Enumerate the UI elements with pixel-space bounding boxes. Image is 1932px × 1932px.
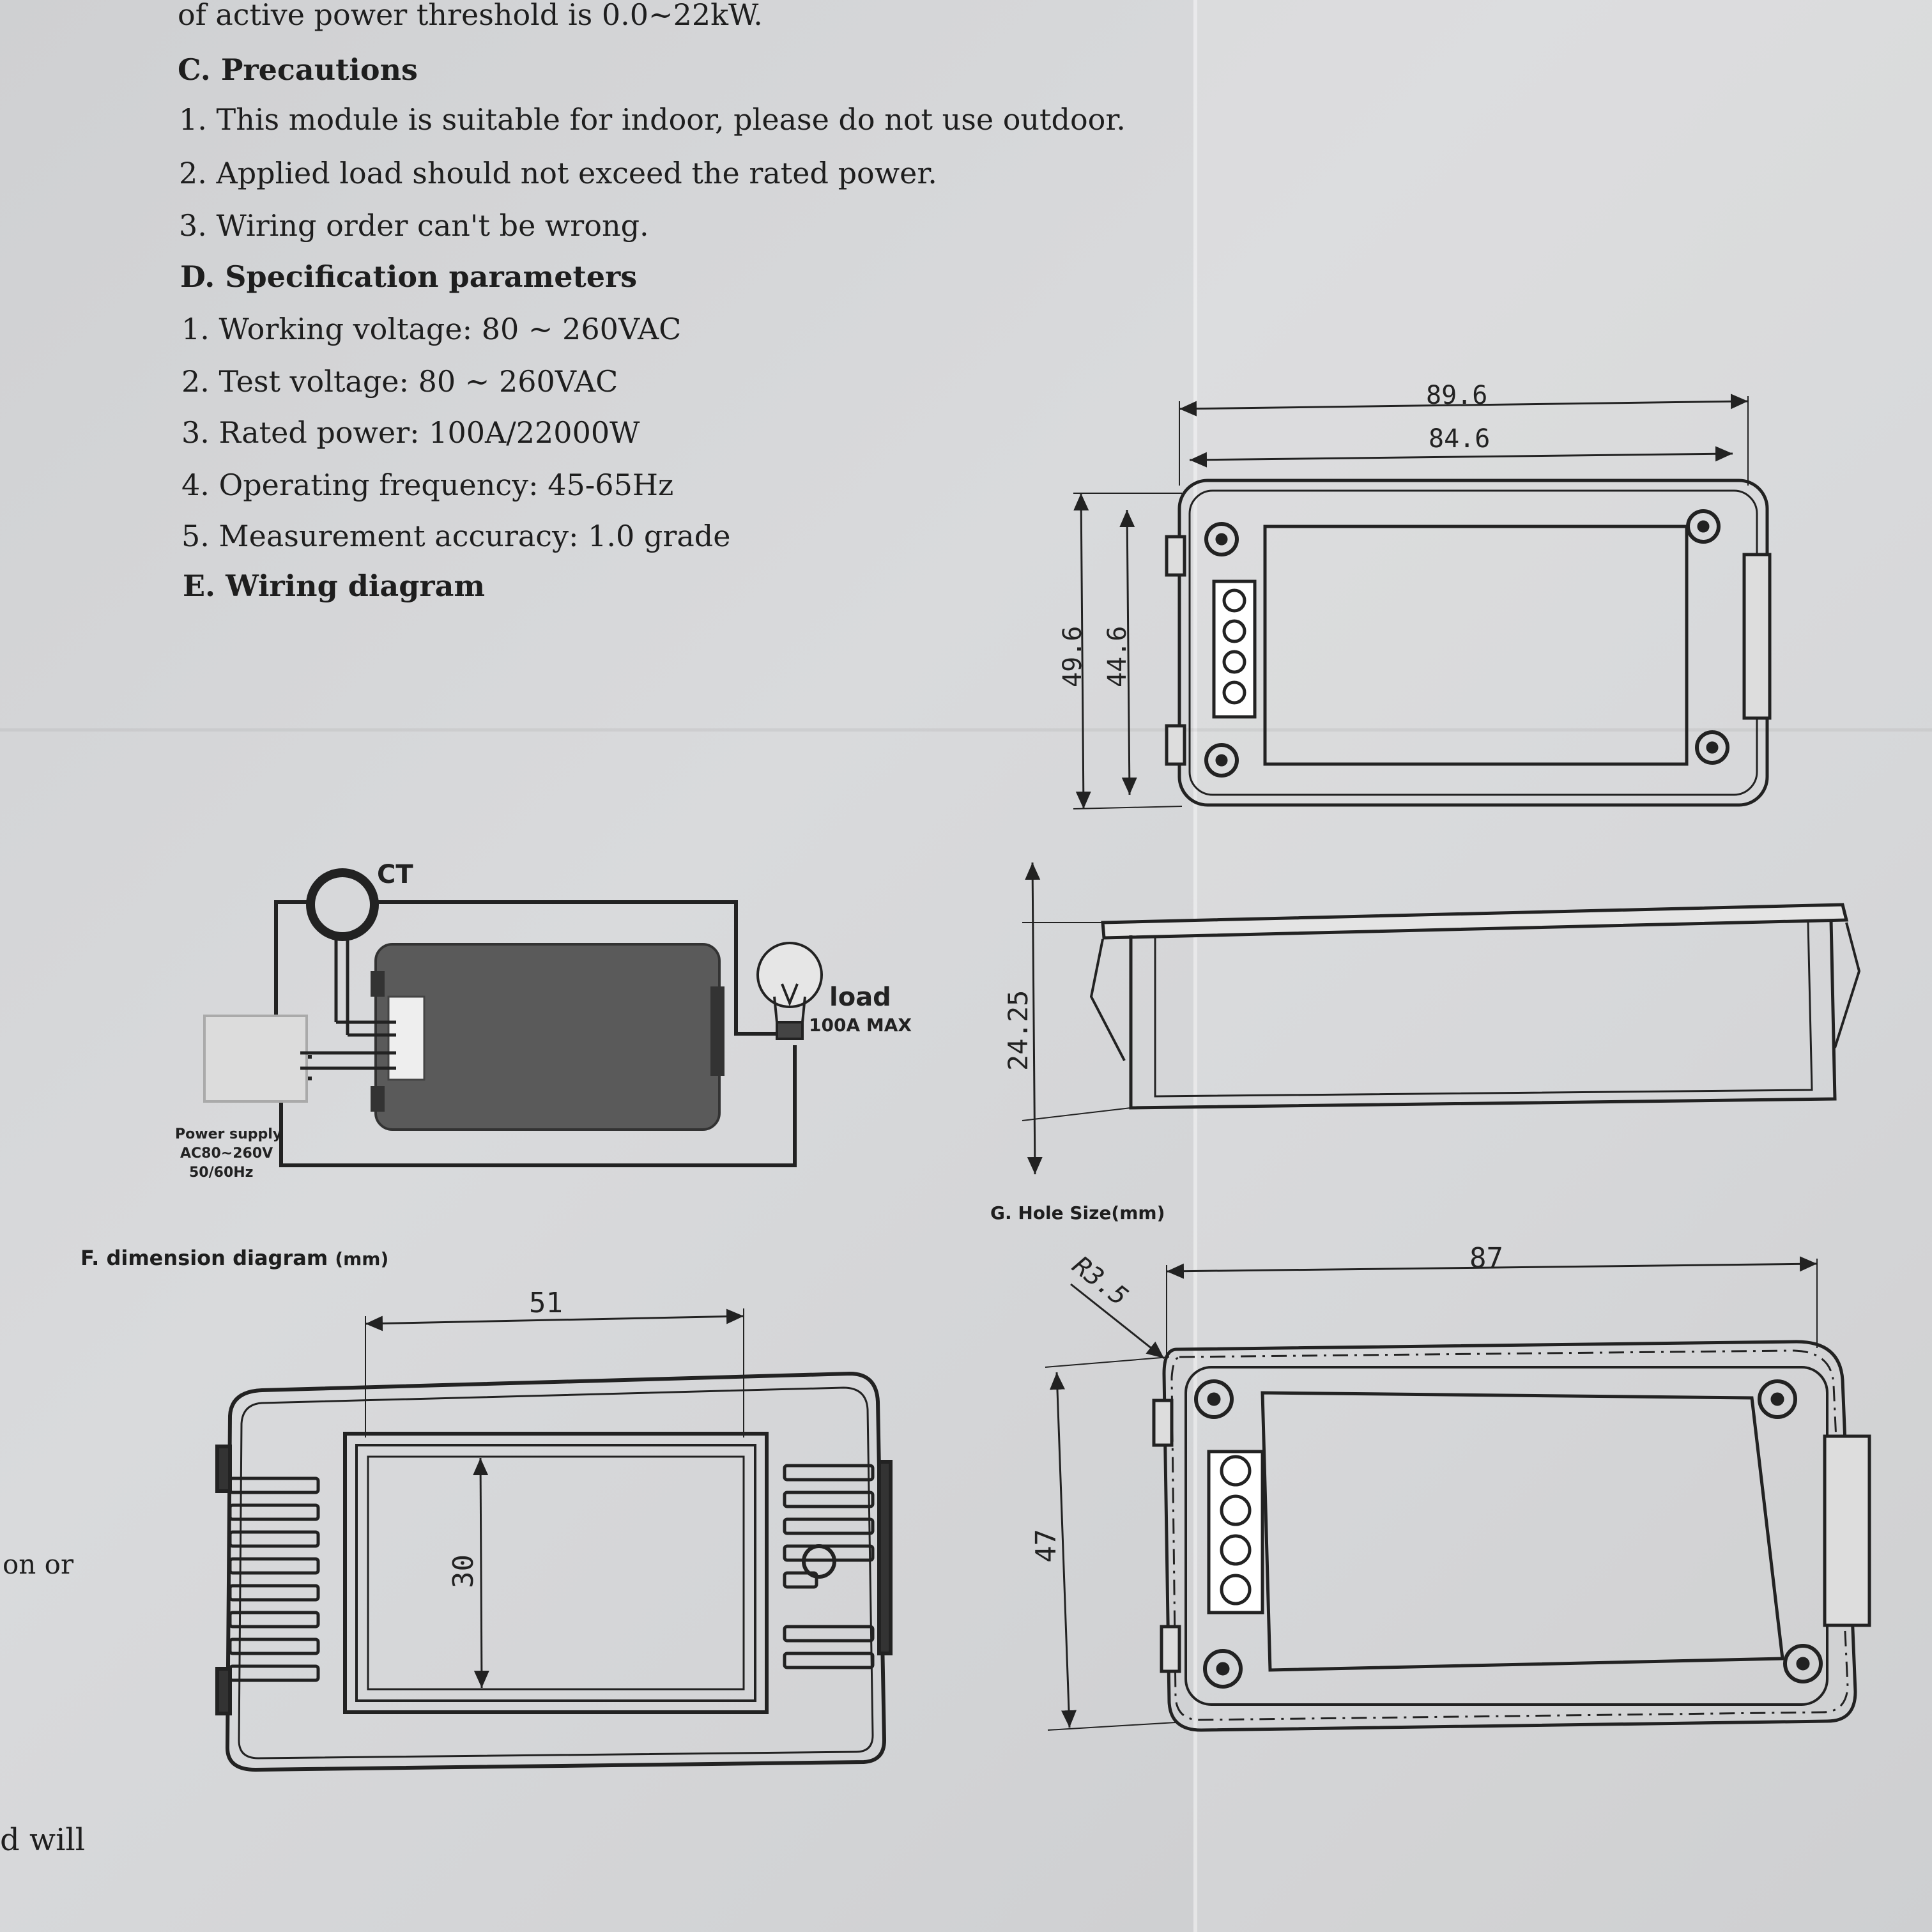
intro-line: of active power threshold is 0.0~22kW. (178, 0, 763, 32)
margin-fragment-1: on or (3, 1549, 74, 1580)
power-supply-voltage: AC80~260V (180, 1146, 273, 1162)
wiring-heading: E. Wiring diagram (183, 569, 486, 603)
precaution-2: 2. Applied load should not exceed the ra… (179, 156, 937, 190)
ct-ring-icon (306, 868, 379, 941)
outer-width-label: 89.6 (1426, 381, 1487, 410)
button-icon (802, 1544, 836, 1579)
power-supply-frequency: 50/60Hz (189, 1165, 253, 1181)
light-bulb-icon (756, 942, 823, 1040)
hole-height-label: 47 (1030, 1529, 1062, 1563)
load-max-label: 100A MAX (809, 1015, 912, 1036)
margin-fragment-2: d will (0, 1822, 86, 1858)
spec-1: 1. Working voltage: 80 ~ 260VAC (181, 312, 682, 346)
precaution-1: 1. This module is suitable for indoor, p… (179, 102, 1126, 137)
left-vent-slots (228, 1476, 320, 1682)
dimension-heading: F. dimension diagram (mm) (80, 1246, 388, 1270)
paper-fold-horizontal (0, 728, 1932, 732)
depth-label: 24.25 (1002, 990, 1034, 1071)
spec-2: 2. Test voltage: 80 ~ 260VAC (181, 364, 618, 399)
spec-3: 3. Rated power: 100A/22000W (181, 415, 640, 450)
inner-height-label: 44.6 (1103, 626, 1132, 687)
paper-fold-vertical (1193, 0, 1197, 1932)
spec-heading: D. Specification parameters (180, 259, 638, 294)
power-supply-label: Power supply (175, 1126, 282, 1142)
precaution-3: 3. Wiring order can't be wrong. (179, 208, 649, 243)
spec-4: 4. Operating frequency: 45-65Hz (181, 468, 674, 502)
back-view-drawing (1073, 394, 1772, 809)
wiring-diagram (203, 868, 823, 1167)
corner-radius-label: R3.5 (1067, 1251, 1133, 1312)
front-width-label: 51 (529, 1287, 563, 1319)
precautions-heading: C. Precautions (178, 52, 418, 87)
power-outlet-icon (203, 1015, 308, 1103)
dimension-heading-text: F. dimension diagram (80, 1246, 328, 1270)
outer-height-label: 49.6 (1058, 626, 1087, 687)
hole-width-label: 87 (1469, 1242, 1503, 1275)
ct-to-load-wire (373, 900, 778, 1036)
hole-size-heading: G. Hole Size(mm) (990, 1202, 1165, 1223)
dimension-heading-unit: (mm) (335, 1248, 389, 1269)
right-vent-slots (783, 1464, 875, 1669)
inner-width-label: 84.6 (1429, 424, 1490, 454)
load-label: load (829, 983, 891, 1012)
side-view-drawing (1022, 862, 1861, 1175)
front-view-drawing (215, 1308, 893, 1772)
front-height-label: 30 (447, 1554, 480, 1588)
spec-5: 5. Measurement accuracy: 1.0 grade (181, 519, 731, 553)
hole-size-drawing (1045, 1256, 1871, 1732)
ct-label: CT (377, 860, 413, 889)
meter-module-icon (374, 943, 721, 1131)
terminal-block-icon (387, 995, 425, 1081)
